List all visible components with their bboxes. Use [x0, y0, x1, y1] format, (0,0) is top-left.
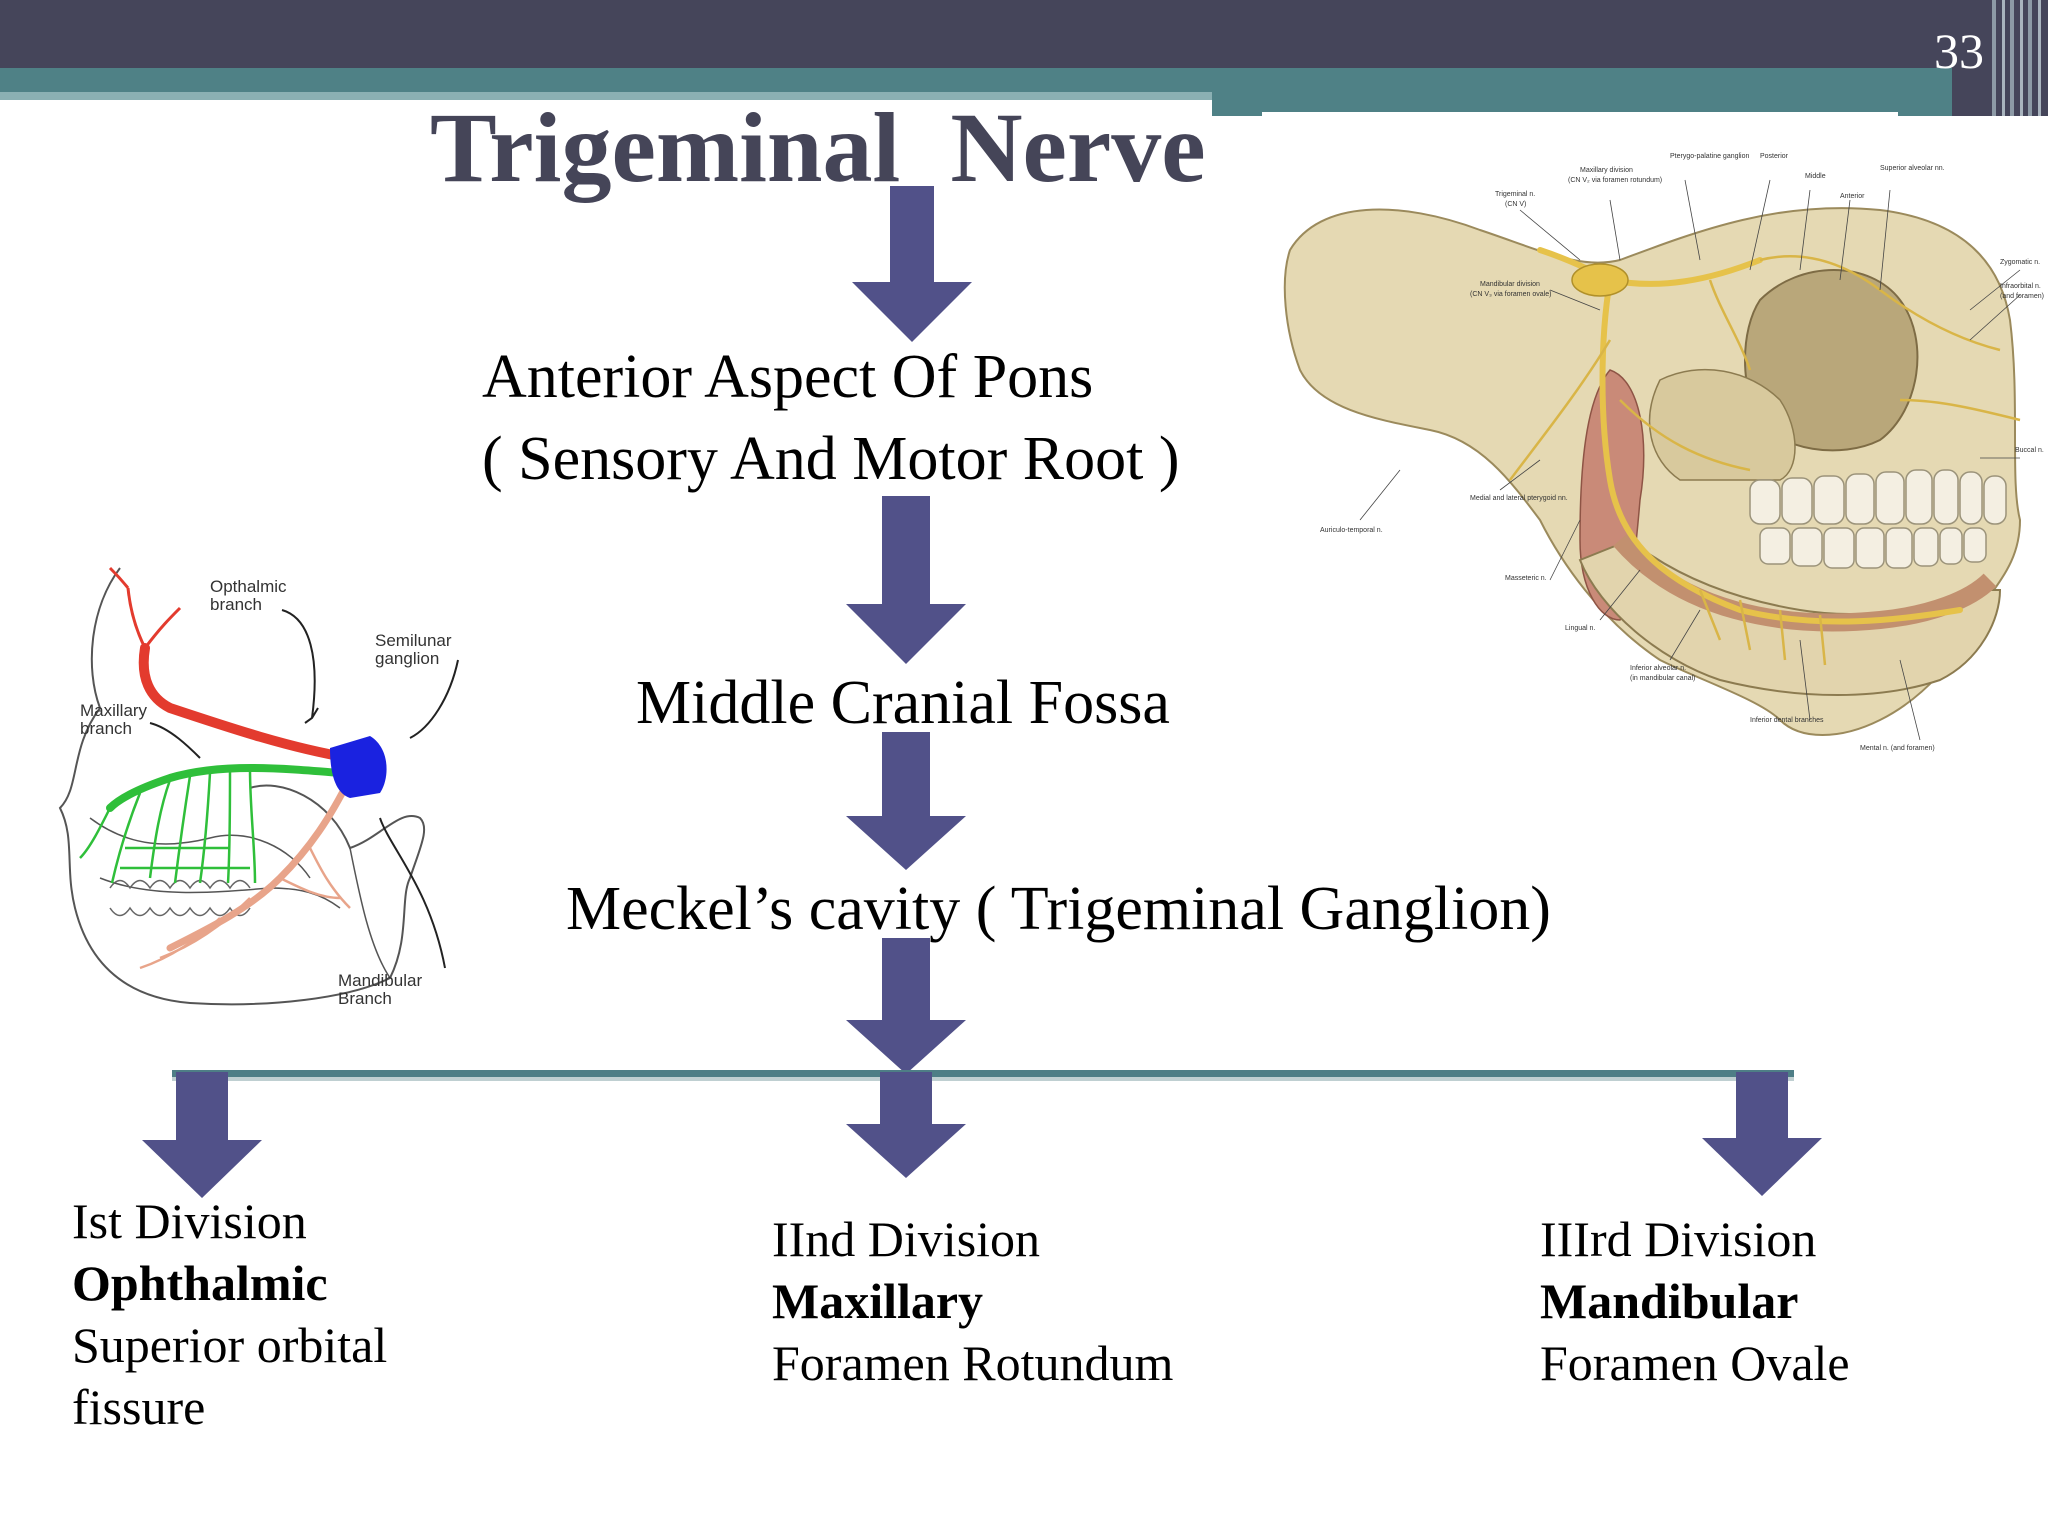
- flow-step-pons-line2: ( Sensory And Motor Root ): [482, 425, 1180, 493]
- label-maxillary-division: Maxillary division: [1580, 167, 1633, 174]
- down-arrow-icon: [846, 938, 966, 1074]
- division-ophthalmic: Ist Division Ophthalmic Superior orbital…: [72, 1190, 387, 1438]
- division-order: Ist Division: [72, 1193, 307, 1249]
- label-trigeminal-n: Trigeminal n.: [1495, 191, 1535, 198]
- label-auriculotemporal: Auriculo-temporal n.: [1320, 527, 1383, 534]
- label-mental-n: Mental n. (and foramen): [1860, 745, 1935, 752]
- label-infraorbital: Infraorbital n.: [2000, 283, 2041, 290]
- label-opthalmic-branch: branch: [210, 595, 262, 614]
- division-name: Mandibular: [1540, 1273, 1799, 1329]
- header-teal-light-band: [0, 92, 1212, 100]
- down-arrow-icon: [846, 1072, 966, 1178]
- header-teal-band: [0, 68, 2048, 92]
- down-arrow-icon: [1702, 1072, 1822, 1196]
- label-buccal: Buccal n.: [2015, 447, 2044, 454]
- label-maxillary-division-sub: (CN V₂ via foramen rotundum): [1568, 177, 1662, 184]
- division-mandibular: IIIrd Division Mandibular Foramen Ovale: [1540, 1208, 1850, 1394]
- slide-title: Trigeminal Nerve: [430, 92, 1206, 203]
- division-name: Maxillary: [772, 1273, 984, 1329]
- label-pterygoid-nn: Medial and lateral pterygoid nn.: [1470, 495, 1568, 502]
- header-white-line: [1262, 112, 1898, 117]
- label-zygomatic: Zygomatic n.: [2000, 259, 2040, 266]
- division-name: Ophthalmic: [72, 1255, 328, 1311]
- flow-step-meckels-cavity: Meckel’s cavity ( Trigeminal Ganglion): [566, 875, 1551, 943]
- header-stripes-decoration: [1952, 0, 2048, 116]
- label-trigeminal-cn: (CN V): [1505, 201, 1526, 208]
- label-inferior-alveolar-sub: (in mandibular canal): [1630, 675, 1695, 682]
- label-maxillary-branch: branch: [80, 719, 132, 738]
- branch-line: [172, 1070, 1794, 1077]
- trigeminal-branches-diagram: Opthalmic branch Semilunar ganglion Maxi…: [58, 566, 459, 1008]
- division-foramen: Foramen Ovale: [1540, 1335, 1850, 1391]
- header-bar: [0, 0, 2048, 68]
- down-arrow-icon: [852, 186, 972, 342]
- label-mandibular-division-sub: (CN V₃ via foramen ovale): [1470, 291, 1551, 298]
- flow-step-pons-line1: Anterior Aspect Of Pons: [482, 343, 1094, 411]
- branch-line-shadow: [172, 1077, 1794, 1081]
- label-inferior-dental-branches: Inferior dental branches: [1750, 717, 1824, 724]
- down-arrow-icon: [846, 496, 966, 664]
- label-maxillary: Maxillary: [80, 701, 148, 720]
- label-mandibular: Mandibular: [338, 971, 422, 990]
- skull-anatomy-illustration: Trigeminal n. (CN V) Maxillary division …: [1283, 153, 2044, 752]
- division-foramen: Superior orbital: [72, 1317, 388, 1373]
- down-arrow-icon: [142, 1072, 262, 1198]
- label-mandibular-branch: Branch: [338, 989, 392, 1008]
- division-foramen-cont: fissure: [72, 1379, 206, 1435]
- division-maxillary: IInd Division Maxillary Foramen Rotundum: [772, 1208, 1173, 1394]
- label-infraorbital-sub: (and foramen): [2000, 293, 2044, 300]
- label-ganglion: ganglion: [375, 649, 439, 668]
- division-foramen: Foramen Rotundum: [772, 1335, 1174, 1391]
- down-arrow-icon: [846, 732, 966, 870]
- label-pterygopalatine: Pterygo-palatine ganglion: [1670, 153, 1749, 160]
- division-order: IInd Division: [772, 1211, 1041, 1267]
- label-inferior-alveolar: Inferior alveolar n.: [1630, 665, 1686, 672]
- label-semilunar: Semilunar: [375, 631, 452, 650]
- label-mandibular-division: Mandibular division: [1480, 281, 1540, 288]
- label-anterior: Anterior: [1840, 193, 1865, 200]
- slide-number: 33: [1934, 23, 1984, 79]
- label-posterior: Posterior: [1760, 153, 1789, 160]
- label-superior-alveolar: Superior alveolar nn.: [1880, 165, 1945, 172]
- label-lingual: Lingual n.: [1565, 625, 1595, 632]
- label-middle: Middle: [1805, 173, 1826, 180]
- flow-step-middle-cranial-fossa: Middle Cranial Fossa: [636, 669, 1170, 737]
- label-masseteric: Masseteric n.: [1505, 575, 1547, 582]
- division-order: IIIrd Division: [1540, 1211, 1817, 1267]
- label-opthalmic: Opthalmic: [210, 577, 287, 596]
